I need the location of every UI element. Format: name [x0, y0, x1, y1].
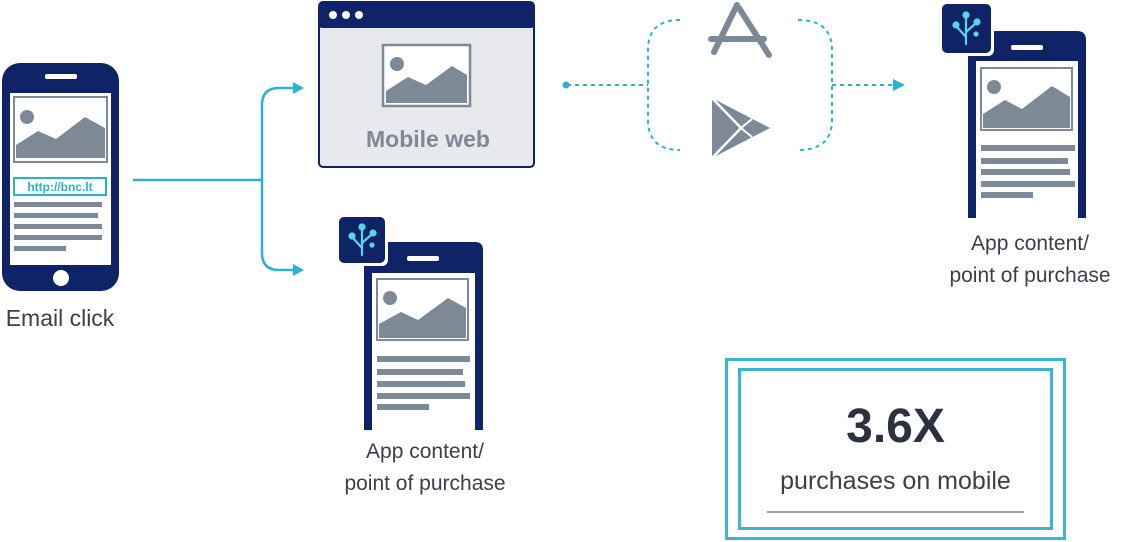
app2-image-icon	[980, 67, 1073, 131]
email-phone: http://bnc.lt	[2, 63, 119, 291]
branch-connector	[133, 86, 297, 272]
email-link-text[interactable]: http://bnc.lt	[27, 180, 92, 194]
branch-logo-icon	[939, 1, 994, 56]
stat-divider	[767, 511, 1024, 513]
app-content-line2: point of purchase	[949, 264, 1111, 287]
app-content-label: App content/ point of purchase	[930, 228, 1126, 292]
stat-box: 3.6X purchases on mobile	[725, 358, 1066, 540]
arrowhead-right	[893, 79, 905, 91]
branch-logo-icon	[336, 214, 388, 266]
app-content-line1: App content/	[971, 232, 1089, 255]
arrowhead-up	[293, 82, 304, 94]
app-phone-2	[968, 31, 1086, 218]
browser-image-icon	[381, 43, 472, 108]
app-content-line2: point of purchase	[344, 472, 506, 495]
stat-inner-frame: 3.6X purchases on mobile	[738, 368, 1053, 530]
mobile-web-browser: Mobile web	[318, 1, 535, 168]
google-play-icon	[711, 97, 770, 159]
stat-value: 3.6X	[846, 400, 945, 453]
mobile-web-label: Mobile web	[366, 126, 490, 152]
email-click-label: Email click	[5, 305, 115, 331]
email-link-box[interactable]	[13, 177, 107, 196]
app-store-icon	[708, 2, 772, 58]
arrowhead-down	[293, 264, 304, 276]
app-content-line1: App content/	[366, 440, 484, 463]
stat-caption: purchases on mobile	[780, 467, 1011, 495]
flow-start-dot	[562, 81, 570, 89]
app-content-label: App content/ point of purchase	[325, 436, 525, 500]
app-phone-1	[364, 242, 483, 430]
app1-image-icon	[376, 278, 469, 341]
app-store-bracket	[567, 19, 895, 151]
email-image-icon	[13, 96, 108, 163]
